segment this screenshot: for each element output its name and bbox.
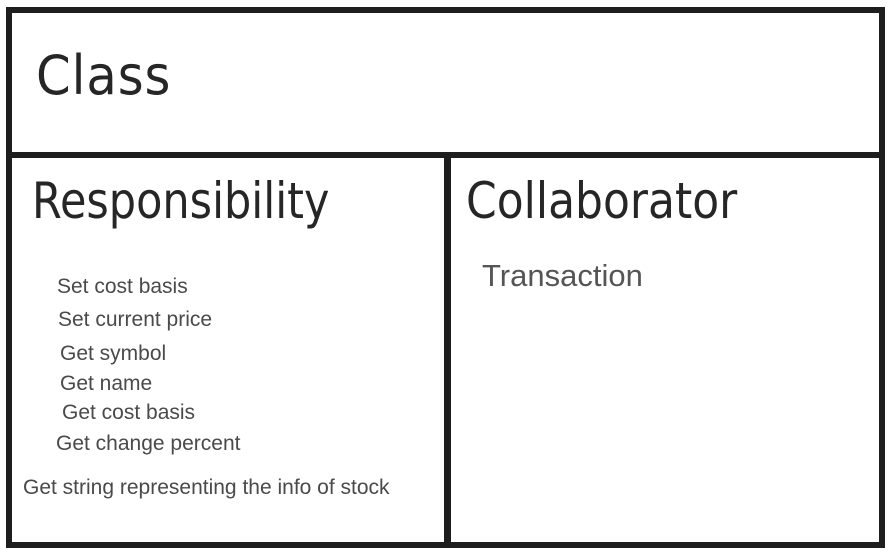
responsibility-header: Responsibility: [32, 172, 330, 230]
class-title: Class: [36, 44, 172, 107]
collaborator-item: Transaction: [482, 258, 643, 293]
responsibility-item: Get cost basis: [62, 401, 196, 424]
responsibility-item: Get name: [60, 372, 153, 395]
column-divider: [444, 155, 451, 548]
responsibility-item: Get change percent: [56, 432, 241, 455]
collaborator-header: Collaborator: [466, 172, 738, 230]
responsibility-item: Set current price: [58, 308, 213, 331]
responsibility-item: Set cost basis: [57, 275, 188, 298]
responsibility-item: Get symbol: [60, 342, 167, 365]
responsibility-item: Get string representing the info of stoc…: [23, 476, 390, 499]
